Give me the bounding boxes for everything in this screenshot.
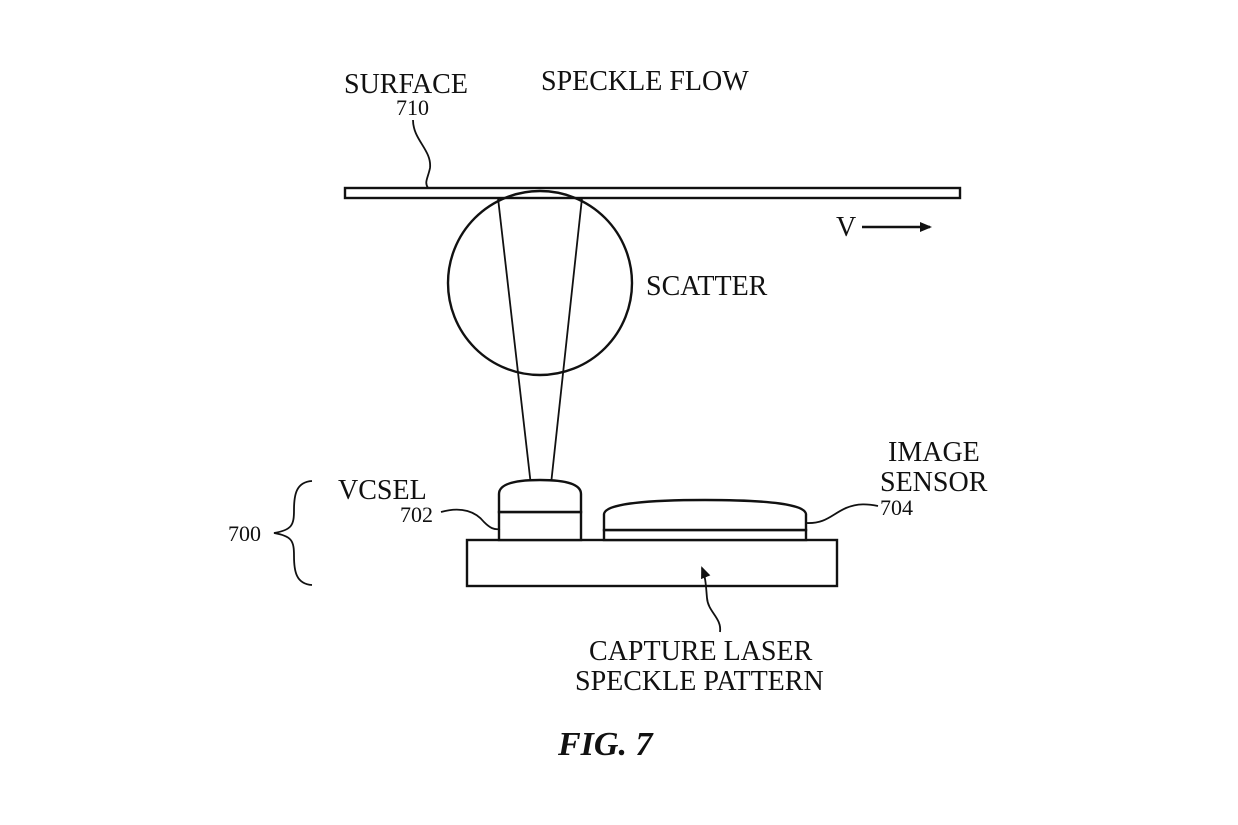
figure-caption: FIG. 7 [557, 726, 654, 763]
vcsel-lens [497, 478, 583, 514]
vcsel-body [497, 510, 583, 542]
device-ref-number: 700 [228, 521, 261, 546]
vcsel-ref-number: 702 [400, 502, 433, 527]
image-sensor-body [602, 528, 808, 542]
device-brace [273, 480, 313, 586]
substrate-board [465, 538, 839, 588]
vcsel-leader-line [440, 508, 501, 531]
surface-label: SURFACE [344, 69, 468, 100]
capture-label-line2: SPECKLE PATTERN [575, 666, 824, 697]
laser-beam-left [497, 197, 535, 513]
surface-plate [343, 186, 962, 200]
image-sensor-label-line1: IMAGE [888, 437, 980, 468]
surface-ref-number: 710 [396, 95, 429, 120]
scatter-label: SCATTER [646, 271, 768, 302]
scatter-circle [446, 189, 634, 377]
image-sensor-lens [602, 498, 808, 532]
capture-label-line1: CAPTURE LASER [589, 636, 813, 667]
image-sensor-leader-line [805, 503, 879, 524]
velocity-label: V [836, 212, 856, 243]
surface-leader-line [412, 119, 431, 189]
image-sensor-label-line2: SENSOR [880, 467, 988, 498]
image-sensor-ref-number: 704 [880, 495, 913, 520]
vcsel-label: VCSEL [338, 475, 427, 506]
laser-beam-right [547, 197, 583, 513]
capture-leader-line [701, 566, 721, 633]
speckle-flow-label: SPECKLE FLOW [541, 66, 749, 97]
